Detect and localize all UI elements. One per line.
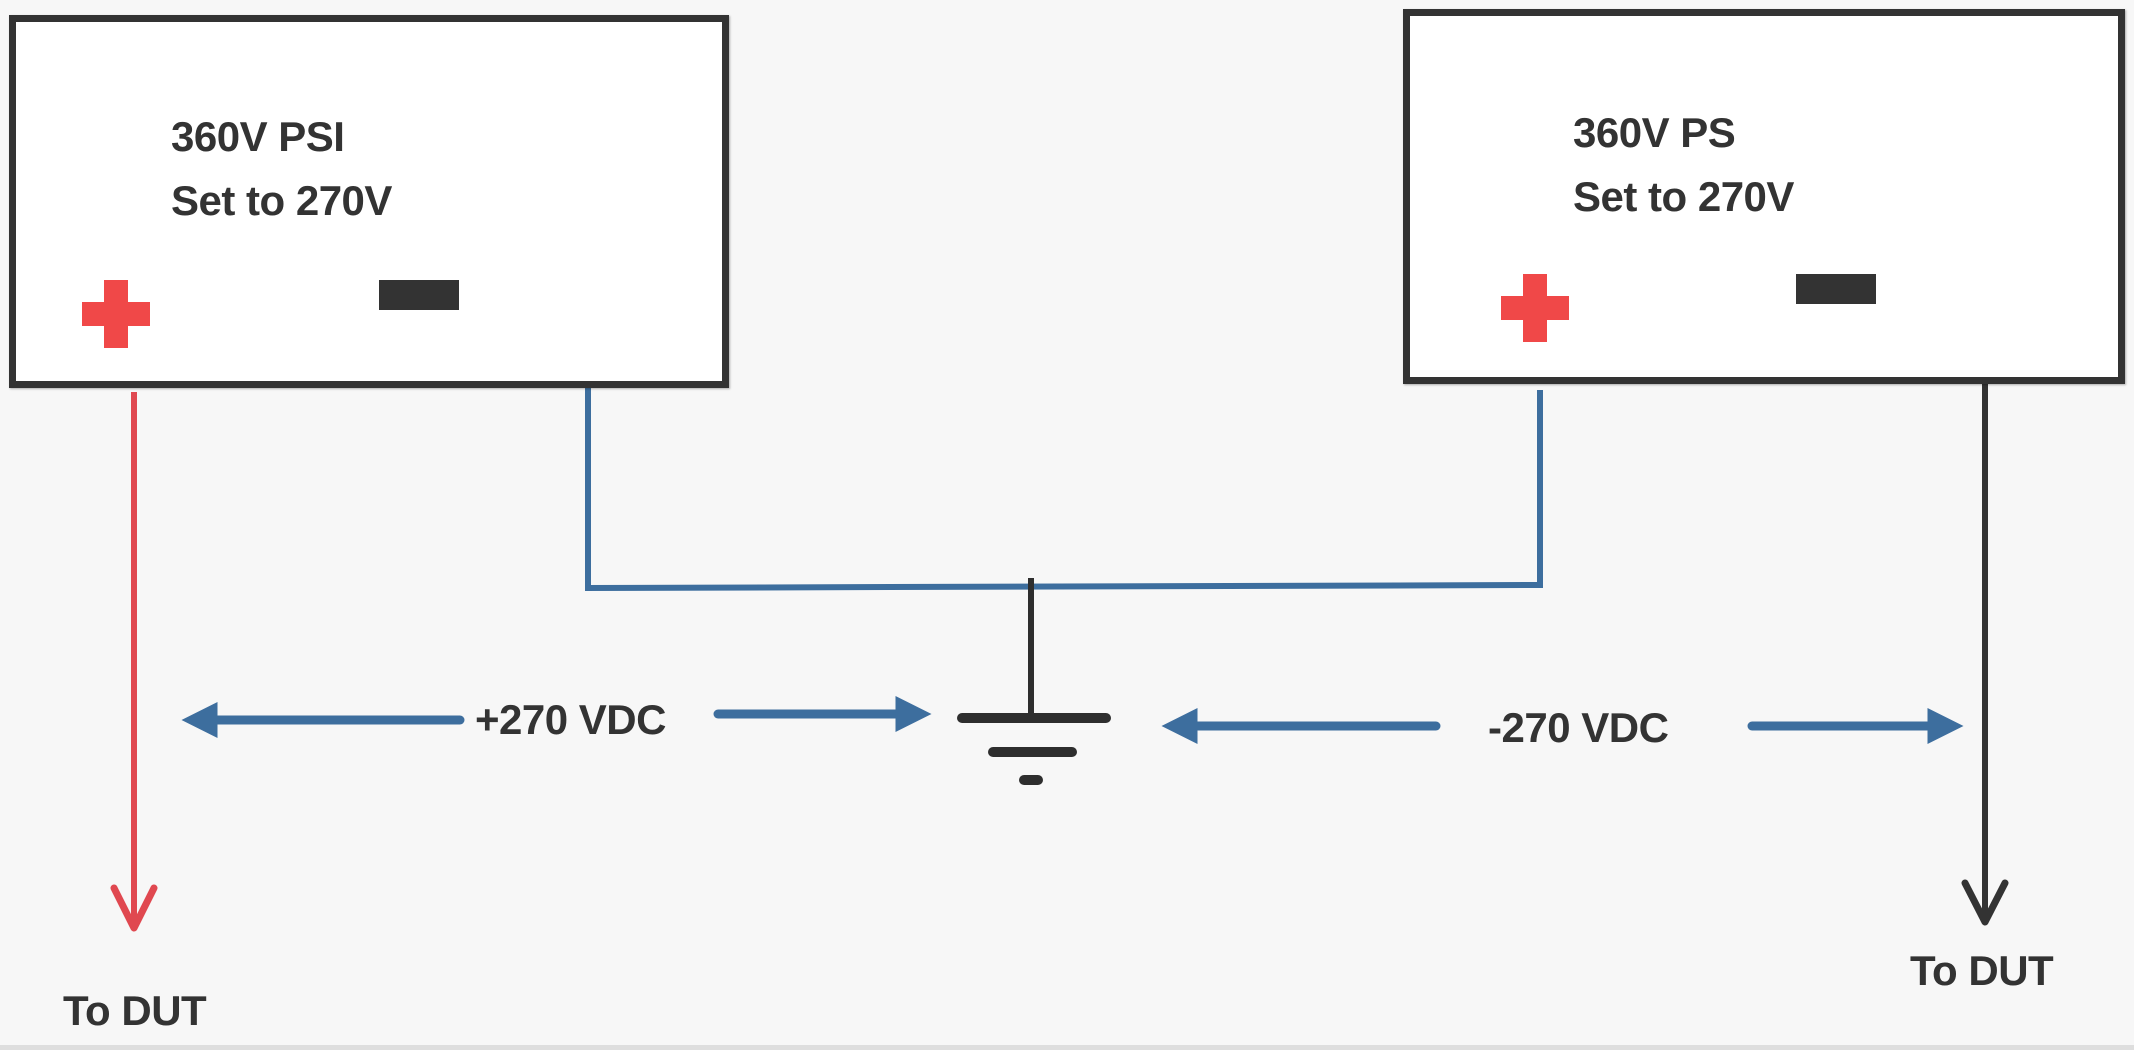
positive-voltage-label: +270 VDC [475,696,666,743]
plus-icon [82,280,150,348]
plus-icon [1501,274,1569,342]
right-output-label: To DUT [1910,947,2054,994]
positive-output-wire [110,392,158,932]
power-supply-right: 360V PS Set to 270V [1403,9,2125,384]
supply-name: 360V PSI [171,113,345,160]
negative-output-wire [1961,384,2009,926]
common-wire [585,388,1543,592]
negative-voltage-label: -270 VDC [1488,704,1669,751]
supply-setting: Set to 270V [171,177,392,224]
positive-voltage-arrow [181,696,932,738]
supply-setting: Set to 270V [1573,173,1794,220]
supply-name: 360V PS [1573,109,1736,156]
power-supply-left: 360V PSI Set to 270V [9,15,729,388]
bottom-border [0,1045,2134,1050]
ground-icon [957,578,1111,785]
minus-icon [379,280,459,310]
left-output-label: To DUT [63,987,207,1034]
minus-icon [1796,274,1876,304]
